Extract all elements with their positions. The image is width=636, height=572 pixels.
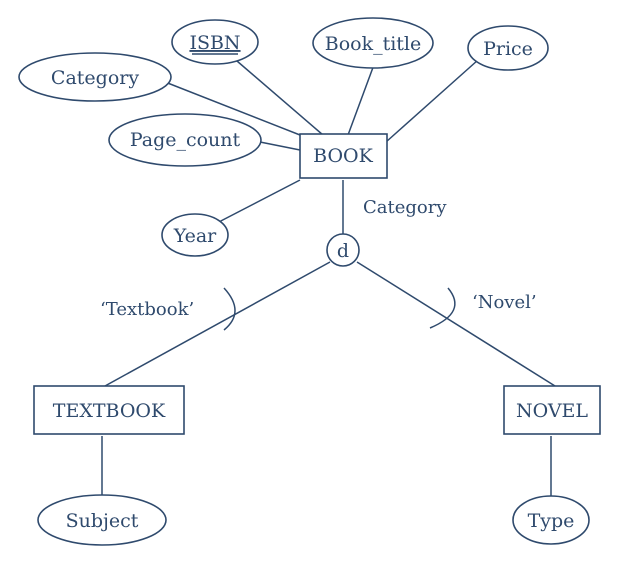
novel-value-label: ‘Novel’ bbox=[472, 292, 537, 313]
line-circle-novel bbox=[356, 261, 556, 387]
entity-textbook-label: TEXTBOOK bbox=[53, 400, 166, 422]
attr-isbn: ISBN bbox=[171, 19, 259, 65]
attr-book-title-label: Book_title bbox=[325, 33, 422, 55]
attr-subject: Subject bbox=[37, 494, 167, 546]
defining-attribute-label: Category bbox=[363, 197, 447, 218]
textbook-value-label: ‘Textbook’ bbox=[100, 299, 194, 320]
attr-book-title: Book_title bbox=[312, 17, 434, 69]
entity-novel: NOVEL bbox=[503, 385, 601, 435]
attr-year: Year bbox=[161, 213, 229, 257]
entity-book: BOOK bbox=[299, 133, 388, 179]
attr-subject-label: Subject bbox=[66, 510, 139, 532]
attr-page-count-label: Page_count bbox=[130, 129, 241, 151]
subset-arc-textbook bbox=[223, 287, 236, 331]
line-isbn-book bbox=[229, 54, 324, 136]
line-price-book bbox=[385, 59, 479, 143]
connector-lines bbox=[101, 54, 556, 496]
attr-year-label: Year bbox=[173, 225, 217, 247]
line-circle-textbook bbox=[104, 261, 331, 387]
entity-novel-label: NOVEL bbox=[516, 400, 588, 422]
specialization-circle: d bbox=[326, 233, 360, 267]
line-pagecount-book bbox=[259, 141, 301, 151]
attr-type-label: Type bbox=[528, 510, 575, 532]
specialization-symbol: d bbox=[337, 240, 349, 262]
line-year-book bbox=[214, 179, 301, 225]
subset-arc-novel bbox=[429, 287, 456, 329]
attr-type: Type bbox=[512, 495, 590, 545]
attr-price: Price bbox=[467, 25, 549, 71]
entity-textbook: TEXTBOOK bbox=[33, 385, 185, 435]
attr-category: Category bbox=[18, 52, 172, 102]
attr-isbn-label: ISBN bbox=[189, 32, 240, 54]
line-title-book bbox=[347, 61, 376, 136]
entity-book-label: BOOK bbox=[313, 145, 373, 167]
attr-price-label: Price bbox=[483, 38, 533, 60]
attr-page-count: Page_count bbox=[108, 113, 262, 167]
attr-category-label: Category bbox=[51, 67, 139, 89]
line-category-book bbox=[159, 79, 301, 136]
